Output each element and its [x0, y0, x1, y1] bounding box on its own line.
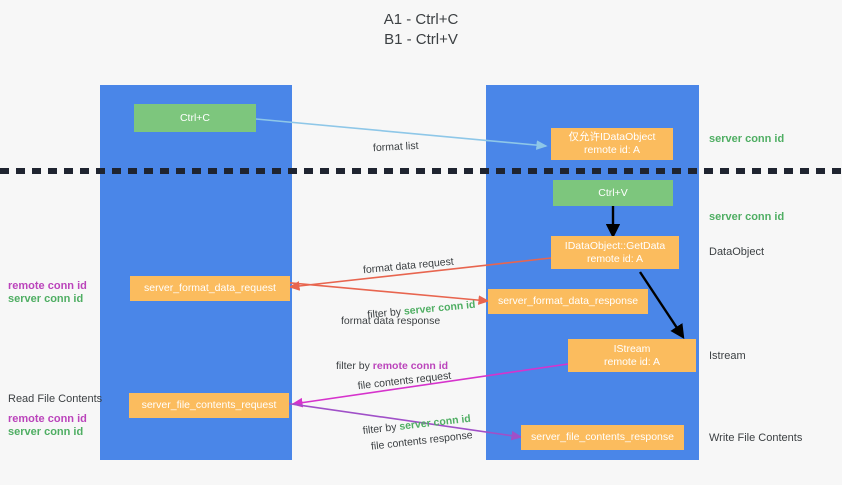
- node-idataobject-format-list-sublabel: remote id: A: [583, 144, 641, 156]
- left-label-read-file-contents: Read File Contents: [8, 393, 103, 405]
- edge-label-format-data-response-prefix: filter by: [336, 360, 373, 372]
- edge-label-format-data-response: format data response filter by remote co…: [336, 284, 448, 404]
- node-server-file-contents-request[interactable]: server_file_contents_request: [129, 393, 289, 418]
- node-idataobject-getdata-sublabel: remote id: A: [586, 252, 644, 265]
- page-title: A1 - Ctrl+C B1 - Ctrl+V: [383, 11, 459, 48]
- node-istream-sublabel: remote id: A: [603, 355, 661, 368]
- node-ctrl-c[interactable]: Ctrl+C: [134, 104, 256, 132]
- node-idataobject-getdata[interactable]: IDataObject::GetData remote id: A: [551, 236, 679, 269]
- node-idataobject-getdata-label: IDataObject::GetData: [564, 239, 666, 252]
- node-ctrl-c-label: Ctrl+C: [179, 111, 211, 124]
- left-label-remote-conn-id-2: remote conn id: [8, 413, 87, 425]
- node-idataobject-format-list[interactable]: 仅允许IDataObject remote id: A: [551, 128, 673, 160]
- node-server-file-contents-request-label: server_file_contents_request: [141, 399, 277, 411]
- right-label-server-conn-id-2: server conn id: [709, 211, 785, 223]
- node-idataobject-format-list-label: 仅允许IDataObject: [568, 131, 656, 143]
- edge-label-format-data-response-line1: format data response: [341, 315, 441, 327]
- phase-divider: [0, 168, 842, 174]
- node-server-file-contents-response[interactable]: server_file_contents_response: [521, 425, 684, 450]
- right-label-istream: Istream: [709, 350, 746, 362]
- edge-label-file-contents-request-line1: file contents request: [357, 369, 452, 393]
- node-server-format-data-response-label: server_format_data_response: [497, 295, 639, 307]
- node-istream[interactable]: IStream remote id: A: [568, 339, 696, 372]
- right-label-server-conn-id-1: server conn id: [709, 133, 785, 145]
- left-label-server-conn-id-1: server conn id: [8, 293, 84, 305]
- node-server-format-data-response[interactable]: server_format_data_response: [488, 289, 648, 314]
- left-label-remote-conn-id-1: remote conn id: [8, 280, 87, 292]
- edge-label-file-contents-response-line1: file contents response: [370, 429, 474, 453]
- edge-label-format-data-response-value: remote conn id: [372, 360, 449, 372]
- edge-label-file-contents-response: file contents response filter by remote …: [345, 398, 483, 485]
- edge-label-format-data-request-line1: format data request: [362, 255, 455, 277]
- right-label-dataobject: DataObject: [709, 246, 765, 258]
- node-ctrl-v[interactable]: Ctrl+V: [553, 180, 673, 206]
- edge-label-format-data-response-line2: filter by remote conn id: [336, 359, 448, 374]
- left-label-server-conn-id-2: server conn id: [8, 426, 84, 438]
- node-server-format-data-request[interactable]: server_format_data_request: [130, 276, 290, 301]
- node-server-format-data-request-label: server_format_data_request: [144, 282, 276, 294]
- right-label-write-file-contents: Write File Contents: [709, 432, 803, 444]
- node-server-file-contents-response-label: server_file_contents_response: [530, 431, 674, 443]
- edge-label-format-list-line1: format list: [372, 139, 419, 155]
- edge-label-format-list: format list: [371, 109, 420, 186]
- node-istream-label: IStream: [613, 342, 651, 355]
- node-ctrl-v-label: Ctrl+V: [598, 186, 628, 199]
